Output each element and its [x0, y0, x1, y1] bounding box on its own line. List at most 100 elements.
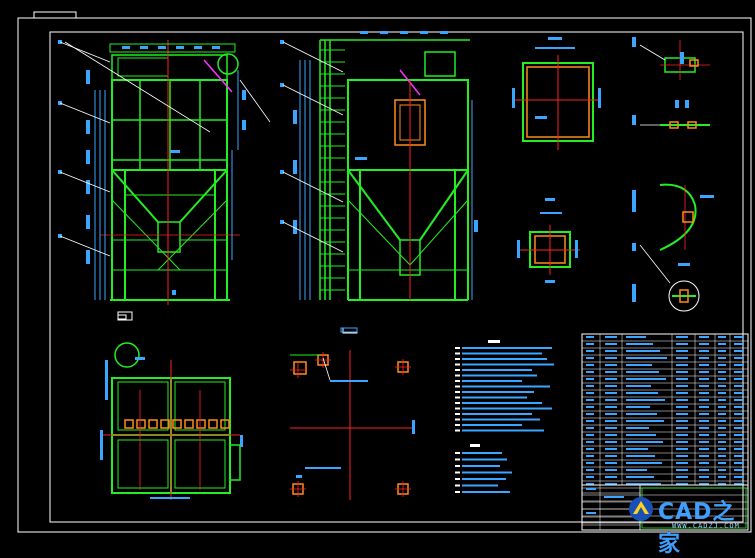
leader-line	[64, 41, 211, 133]
table-cell-text	[699, 476, 709, 478]
dim-text	[675, 100, 679, 108]
fan-circle	[114, 342, 140, 368]
table-cell-text	[718, 455, 726, 457]
table-cell-text	[734, 476, 744, 478]
note-line	[462, 352, 542, 355]
table-cell-text	[699, 462, 709, 464]
table-cell-text	[699, 385, 709, 387]
dim-text	[242, 90, 246, 100]
dim-text	[685, 100, 689, 108]
leader-tag	[280, 170, 284, 174]
table-cell-text	[676, 343, 688, 345]
table-cell-text	[734, 427, 744, 429]
notes-heading	[488, 340, 500, 343]
side-housing-upper	[347, 79, 469, 171]
table-cell-text	[586, 512, 596, 514]
table-cell-text	[586, 427, 594, 429]
table-cell-text	[734, 434, 744, 436]
dim-text	[172, 290, 176, 295]
top-casing	[111, 54, 228, 81]
table-cell-text	[718, 357, 726, 359]
detail-views	[632, 37, 714, 312]
table-cell-text	[605, 413, 617, 415]
drawing-number-box	[33, 11, 77, 19]
dim-text	[355, 157, 367, 160]
table-cell-text	[734, 420, 744, 422]
table-cell-text	[734, 406, 744, 408]
dim-text	[548, 37, 562, 40]
dim-text	[380, 31, 388, 34]
table-cell-text	[699, 399, 709, 401]
bag-flange	[208, 419, 218, 429]
dim-text	[632, 190, 636, 212]
table-cell-text	[676, 434, 688, 436]
table-cell-text	[586, 462, 594, 464]
table-cell-text	[586, 455, 594, 457]
dim-text	[545, 280, 555, 283]
table-cell-text	[626, 371, 659, 373]
table-cell-text	[586, 413, 594, 415]
table-cell-text	[734, 392, 744, 394]
table-cell-text	[586, 441, 594, 443]
note-line	[462, 391, 534, 393]
dim-text	[678, 263, 690, 266]
dim-line	[105, 360, 108, 400]
notes-heading-2	[470, 444, 480, 447]
dim-text	[512, 88, 515, 108]
note-number	[455, 458, 460, 461]
table-cell-text	[734, 483, 744, 485]
table-cell-text	[676, 448, 688, 450]
dim-text	[632, 243, 636, 251]
table-cell-text	[734, 336, 744, 338]
table-cell-text	[586, 420, 594, 422]
table-cell-text	[718, 441, 726, 443]
leader-line	[282, 221, 344, 253]
top-plan-view	[512, 37, 601, 283]
table-cell-text	[676, 469, 688, 471]
table-cell-text	[676, 357, 688, 359]
table-cell-text	[586, 469, 594, 471]
bag-flange	[136, 419, 146, 429]
leader-line	[59, 102, 111, 124]
table-cell-text	[586, 364, 594, 366]
table-cell-text	[586, 483, 594, 485]
table-cell-text	[676, 378, 688, 380]
outer-border	[17, 17, 752, 533]
note-line	[462, 471, 512, 474]
table-cell-text	[699, 413, 709, 415]
dim-text	[140, 46, 148, 49]
table-cell-text	[734, 343, 744, 345]
table-cell-text	[626, 336, 646, 338]
note-number	[455, 402, 460, 404]
note-line	[462, 484, 498, 487]
discharge-outlet	[157, 221, 181, 253]
inner-border	[49, 31, 744, 523]
note-number	[455, 424, 460, 426]
note-number	[455, 396, 460, 399]
leader-line	[59, 171, 111, 193]
note-number	[455, 380, 460, 382]
table-cell-text	[718, 448, 726, 450]
note-line	[462, 396, 527, 399]
dim-text	[632, 115, 636, 125]
table-cell-text	[626, 462, 662, 464]
dim-text	[360, 31, 368, 34]
table-cell-text	[699, 350, 709, 352]
front-elevation-view	[58, 40, 271, 321]
hopper-left	[111, 169, 159, 223]
note-number	[455, 358, 460, 360]
detail-curve	[659, 183, 697, 251]
side-pipe	[229, 444, 241, 481]
table-cell-text	[676, 385, 688, 387]
motor-box	[117, 57, 169, 77]
table-cell-text	[718, 406, 726, 408]
leader-line	[639, 44, 666, 61]
view-title	[340, 327, 358, 333]
dim-text	[535, 116, 547, 119]
dim-text	[517, 240, 520, 258]
note-line	[462, 380, 522, 382]
table-cell-text	[699, 434, 709, 436]
dim-text	[122, 46, 130, 49]
note-number	[455, 452, 460, 454]
table-cell-text	[626, 364, 652, 366]
